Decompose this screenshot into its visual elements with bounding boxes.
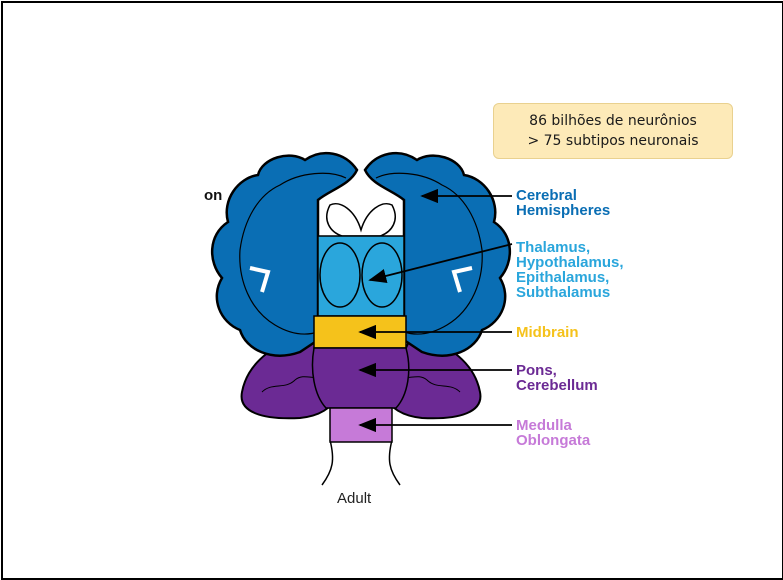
label-medulla-oblongata: Medulla Oblongata [516, 418, 590, 448]
cropped-label: on [204, 187, 222, 204]
caption-adult: Adult [337, 490, 371, 507]
label-midbrain: Midbrain [516, 325, 579, 340]
label-cerebral-hemispheres: Cerebral Hemispheres [516, 188, 610, 218]
label-thalamus: Thalamus, Hypothalamus, Epithalamus, Sub… [516, 240, 624, 300]
label-pons-cerebellum: Pons, Cerebellum [516, 363, 598, 393]
thalamus-shape [318, 236, 404, 316]
spinal-cord [322, 440, 400, 485]
pons-shape [313, 348, 409, 408]
